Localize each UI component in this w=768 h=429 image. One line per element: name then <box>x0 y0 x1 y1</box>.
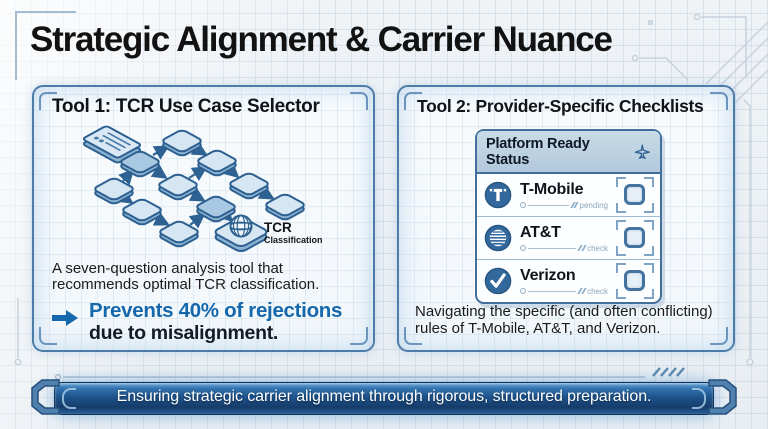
tool1-description-line2: recommends optimal TCR classification. <box>52 276 320 293</box>
decision-nodes <box>93 129 306 247</box>
tool2-panel: Tool 2: Provider-Specific Checklists Pla… <box>397 85 735 352</box>
globe-node-icon <box>213 214 270 253</box>
status-card-header-label: Platform Ready Status <box>486 136 590 168</box>
tool1-title: Tool 1: TCR Use Case Selector <box>52 96 320 117</box>
footer-banner: Ensuring strategic carrier alignment thr… <box>30 376 738 418</box>
tcr-classification-label: Classification <box>264 235 323 245</box>
footer-text: Ensuring strategic carrier alignment thr… <box>116 388 652 405</box>
checkbox-frame <box>616 177 654 213</box>
status-card-header: Platform Ready Status <box>477 131 660 174</box>
tool1-description: A seven-question analysis tool that reco… <box>52 261 319 293</box>
banner-end-cap-right <box>708 379 737 415</box>
status-tickmarks <box>569 202 579 208</box>
carrier-status-line: check <box>520 287 608 296</box>
tmobile-icon <box>484 181 512 209</box>
right-arrow-icon <box>52 310 78 326</box>
page-title: Strategic Alignment & Carrier Nuance <box>30 20 613 59</box>
carrier-info: AT&T check <box>520 224 608 253</box>
tcr-flowchart-diagram: TCR Classification <box>42 120 323 260</box>
tmobile-checkbox[interactable] <box>624 184 645 205</box>
tool1-highlight-line1: Prevents 40% of rejections <box>89 299 343 322</box>
tool2-description: Navigating the specific (and often confl… <box>415 303 713 337</box>
checkbox-frame <box>616 263 654 299</box>
carrier-info: Verizon check <box>520 267 608 296</box>
carrier-status: pending <box>579 200 608 210</box>
carrier-name: AT&T <box>520 223 561 241</box>
status-line-rule <box>528 290 577 292</box>
tool1-highlight-line2: due to misalignment. <box>89 322 279 344</box>
status-line-node <box>520 202 526 208</box>
carrier-status-line: check <box>520 244 608 253</box>
tool1-description-line1: A seven-question analysis tool that <box>52 260 283 277</box>
panel-corner-decoration <box>404 327 422 345</box>
carrier-row-tmobile: T-Mobile pending <box>477 174 660 217</box>
panel-corner-decoration <box>350 327 368 345</box>
banner-end-cap-left <box>31 379 60 415</box>
carrier-row-verizon: Verizon check <box>477 260 660 302</box>
airplane-icon <box>635 143 651 159</box>
status-line-rule <box>528 247 577 249</box>
panel-corner-decoration <box>710 327 728 345</box>
verizon-checkbox[interactable] <box>624 270 645 291</box>
checkbox-frame <box>616 220 654 256</box>
carrier-status: check <box>587 243 608 253</box>
status-line-node <box>520 245 526 251</box>
verizon-check-icon <box>484 267 512 295</box>
carrier-status: check <box>587 286 608 296</box>
tool1-panel: Tool 1: TCR Use Case Selector <box>32 85 375 352</box>
document-icon <box>82 126 141 164</box>
panel-corner-decoration <box>39 327 57 345</box>
footer-banner-bar <box>54 382 714 415</box>
tool2-description-line1: Navigating the specific (and often confl… <box>415 303 713 320</box>
status-line-rule <box>528 204 569 206</box>
att-globe-icon <box>484 224 512 252</box>
panel-corner-decoration <box>350 92 368 110</box>
panel-corner-decoration <box>404 92 422 110</box>
tool1-highlight: Prevents 40% of rejections due to misali… <box>50 300 342 344</box>
carrier-status-line: pending <box>520 201 608 210</box>
tcr-label: TCR <box>264 220 292 235</box>
status-line-node <box>520 288 526 294</box>
panel-corner-decoration <box>39 92 57 110</box>
tool2-title: Tool 2: Provider-Specific Checklists <box>417 96 704 116</box>
carrier-name: Verizon <box>520 266 576 284</box>
carrier-info: T-Mobile pending <box>520 181 608 210</box>
carrier-row-att: AT&T check <box>477 217 660 260</box>
status-tickmarks <box>577 245 586 251</box>
att-checkbox[interactable] <box>624 227 645 248</box>
tool2-description-line2: rules of T-Mobile, AT&T, and Verizon. <box>415 320 661 337</box>
carrier-name: T-Mobile <box>520 180 584 198</box>
platform-ready-status-card: Platform Ready Status T-Mobile <box>475 129 662 304</box>
status-tickmarks <box>577 288 586 294</box>
panel-corner-decoration <box>710 92 728 110</box>
